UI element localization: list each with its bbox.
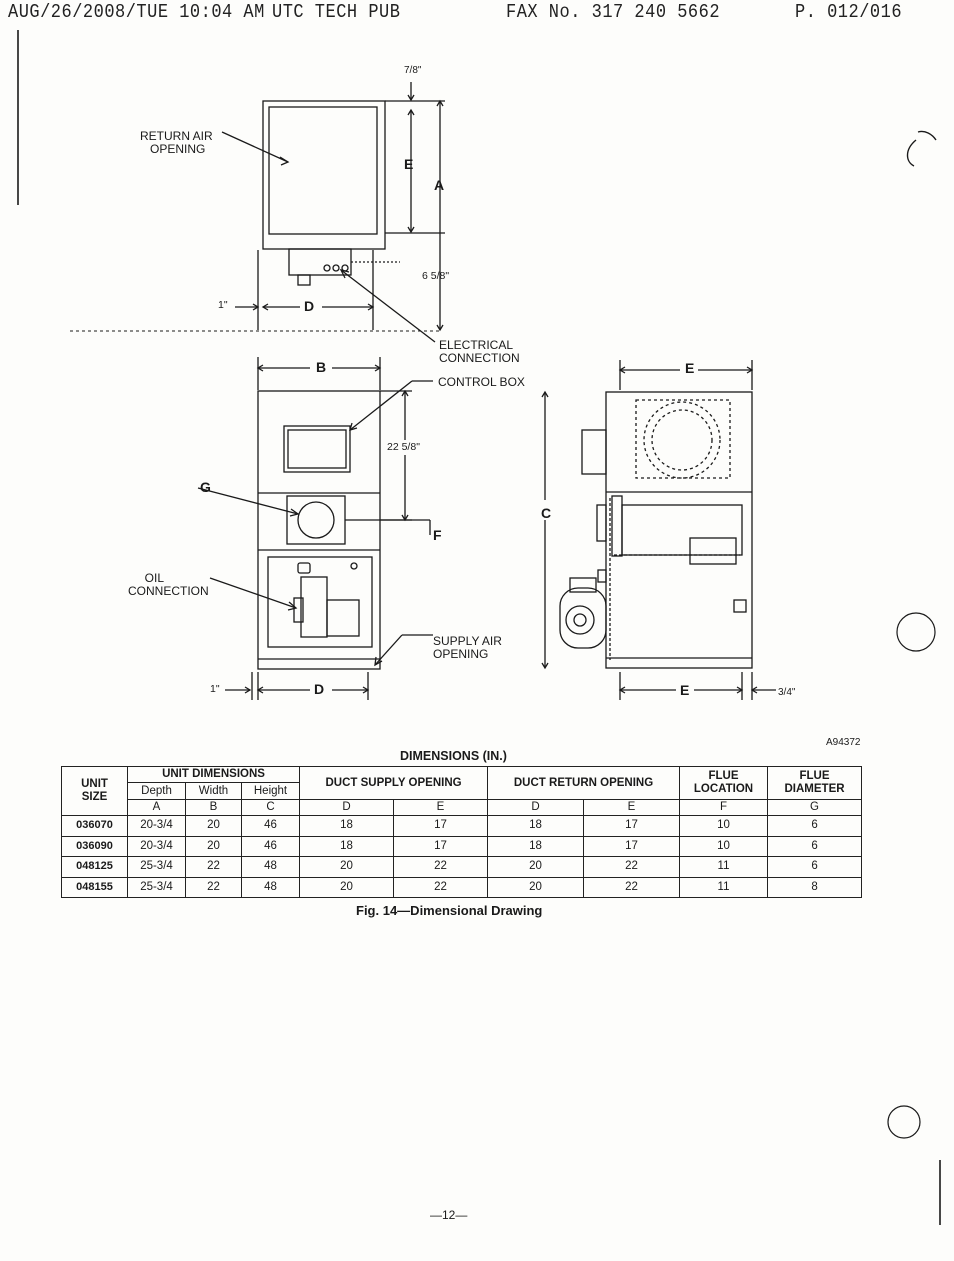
letter-cell: A	[127, 799, 186, 816]
dim-letter-e-bottom: E	[680, 682, 690, 698]
cell: 20	[487, 876, 585, 898]
cell: 18	[299, 815, 395, 837]
fax-number: FAX No. 317 240 5662	[506, 2, 721, 24]
cell: 17	[583, 835, 681, 857]
cell: 25-3/4	[127, 856, 186, 878]
cell: 46	[240, 835, 301, 857]
cell: 10	[679, 815, 769, 837]
cell: 048125	[61, 856, 128, 878]
cell: 20-3/4	[127, 835, 186, 857]
cell: 17	[393, 815, 489, 837]
cell: 18	[299, 835, 395, 857]
cell: 20	[299, 876, 395, 898]
electrical-connection-label: ELECTRICAL CONNECTION	[439, 338, 520, 365]
control-box-label: CONTROL BOX	[438, 375, 525, 389]
cell: 036090	[61, 835, 128, 857]
cell: 6	[767, 815, 863, 837]
cell: 22	[185, 876, 242, 898]
drawing-reference-code: A94372	[826, 737, 861, 748]
cell: 20-3/4	[127, 815, 186, 837]
letter-cell: G	[767, 799, 863, 816]
header-flue-diameter: FLUE DIAMETER	[767, 766, 863, 800]
dim-letter-g: G	[200, 479, 211, 495]
figure-caption: Fig. 14—Dimensional Drawing	[356, 903, 543, 918]
flue-outlet	[297, 501, 335, 539]
dim-twenty-two-five-eighths: 22 5/8"	[387, 441, 420, 453]
cell: 10	[679, 835, 769, 857]
fax-page: P. 012/016	[795, 2, 903, 24]
supply-air-label: SUPPLY AIR OPENING	[433, 634, 502, 661]
dim-letter-d-bottom: D	[314, 681, 325, 697]
page-number: —12—	[430, 1208, 468, 1222]
cell: 048155	[61, 876, 128, 898]
oil-connection-label: OIL CONNECTION	[128, 571, 209, 598]
header-width: Width	[185, 782, 242, 800]
cell: 6	[767, 856, 863, 878]
dim-seven-eighths: 7/8"	[404, 65, 422, 76]
letter-cell: C	[240, 799, 301, 816]
dim-one-inch-top: 1"	[218, 299, 228, 311]
table-row: 048125 25-3/4 22 48 20 22 20 22 11 6	[61, 856, 863, 878]
header-height: Height	[240, 782, 301, 800]
dim-letter-d-top: D	[304, 298, 315, 314]
dim-three-quarters: 3/4"	[778, 687, 796, 698]
cell: 48	[240, 876, 301, 898]
fax-datetime: AUG/26/2008/TUE 10:04 AM	[8, 2, 265, 24]
cell: 22	[393, 856, 489, 878]
header-unit-dimensions: UNIT DIMENSIONS	[126, 766, 301, 783]
cell: 11	[679, 876, 769, 898]
cell: 11	[679, 856, 769, 878]
table-row: 048155 25-3/4 22 48 20 22 20 22 11 8	[61, 876, 863, 898]
cell: 18	[487, 815, 585, 837]
letter-cell: F	[679, 799, 769, 816]
letter-cell: B	[185, 799, 242, 816]
cell: 20	[487, 856, 585, 878]
table-row: 036070 20-3/4 20 46 18 17 18 17 10 6	[61, 815, 863, 837]
header-unit-size: UNIT SIZE	[61, 766, 128, 816]
cell: 46	[240, 815, 301, 837]
cell: 20	[185, 835, 242, 857]
letter-cell: D	[299, 799, 395, 816]
cell: 22	[185, 856, 242, 878]
cell: 20	[299, 856, 395, 878]
dim-one-inch-bottom: 1"	[210, 683, 220, 695]
header-duct-return: DUCT RETURN OPENING	[487, 766, 681, 800]
front-view-cabinet	[257, 390, 381, 670]
table-title: DIMENSIONS (IN.)	[400, 749, 507, 763]
header-flue-location: FLUE LOCATION	[679, 766, 769, 800]
dim-letter-e-side: E	[685, 360, 695, 376]
cell: 22	[583, 876, 681, 898]
table-row: 036090 20-3/4 20 46 18 17 18 17 10 6	[61, 835, 863, 857]
cell: 17	[583, 815, 681, 837]
cell: 22	[393, 876, 489, 898]
letter-cell: E	[583, 799, 681, 816]
return-air-label: RETURN AIR OPENING	[140, 129, 213, 156]
fax-sender: UTC TECH PUB	[272, 2, 401, 24]
dim-letter-e-top: E	[404, 156, 414, 172]
dim-letter-c: C	[541, 505, 552, 521]
cell: 8	[767, 876, 863, 898]
dim-six-five-eighths: 6 5/8"	[422, 270, 450, 282]
cell: 25-3/4	[127, 876, 186, 898]
cell: 20	[185, 815, 242, 837]
letter-cell: D	[487, 799, 585, 816]
header-depth: Depth	[127, 782, 186, 800]
dim-letter-a: A	[434, 177, 445, 193]
top-view-cabinet	[262, 100, 386, 250]
cell: 48	[240, 856, 301, 878]
blower-wheel	[643, 401, 721, 479]
dim-letter-f: F	[433, 527, 442, 543]
control-box	[283, 425, 351, 473]
cell: 17	[393, 835, 489, 857]
cell: 036070	[61, 815, 128, 837]
cell: 18	[487, 835, 585, 857]
dim-letter-b: B	[316, 359, 327, 375]
cell: 22	[583, 856, 681, 878]
dimensions-table: UNIT SIZE UNIT DIMENSIONS DUCT SUPPLY OP…	[61, 766, 863, 898]
cell: 6	[767, 835, 863, 857]
letter-cell: E	[393, 799, 489, 816]
header-duct-supply: DUCT SUPPLY OPENING	[299, 766, 489, 800]
